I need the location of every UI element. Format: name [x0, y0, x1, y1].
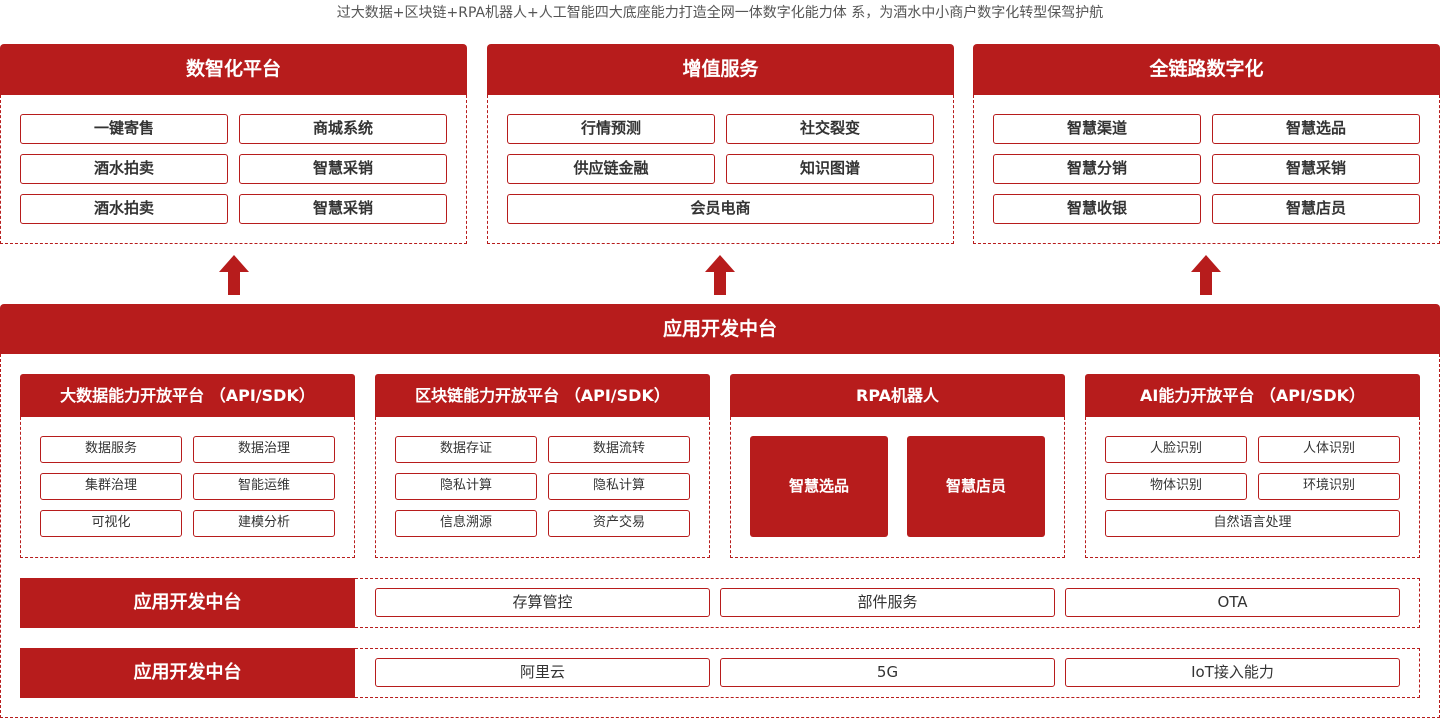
- item-chip: 资产交易: [548, 510, 690, 537]
- item-chip: 集群治理: [40, 473, 182, 500]
- item-chip: 信息溯源: [395, 510, 537, 537]
- item-chip: 环境识别: [1258, 473, 1400, 500]
- arrow-up-icon: [1191, 255, 1221, 295]
- card-big-data: 大数据能力开放平台 （API/SDK） 数据服务 数据治理 集群治理 智能运维 …: [20, 374, 355, 558]
- item-chip: 数据治理: [193, 436, 335, 463]
- item-pill: 社交裂变: [726, 114, 934, 144]
- row-frame: 阿里云 5G IoT接入能力: [355, 648, 1420, 698]
- card-rpa: RPA机器人 智慧选品 智慧店员: [730, 374, 1065, 558]
- card-blockchain: 区块链能力开放平台 （API/SDK） 数据存证 数据流转 隐私计算 隐私计算 …: [375, 374, 710, 558]
- row-label: 应用开发中台: [20, 648, 355, 698]
- card-title: 区块链能力开放平台 （API/SDK）: [375, 374, 710, 417]
- card-full-link-digital: 全链路数字化 智慧渠道 智慧选品 智慧分销 智慧采销 智慧收银 智慧店员: [973, 44, 1440, 244]
- card-title: 数智化平台: [0, 44, 467, 95]
- item-pill: 商城系统: [239, 114, 447, 144]
- card-title: 大数据能力开放平台 （API/SDK）: [20, 374, 355, 417]
- item-chip: 隐私计算: [395, 473, 537, 500]
- card-title: RPA机器人: [730, 374, 1065, 417]
- item-chip: 数据服务: [40, 436, 182, 463]
- item-pill: 会员电商: [507, 194, 934, 224]
- subtitle: 过大数据+区块链+RPA机器人+人工智能四大底座能力打造全网一体数字化能力体 系…: [336, 5, 1104, 21]
- item-pill: 行情预测: [507, 114, 715, 144]
- card-body: 智慧选品 智慧店员: [730, 417, 1065, 558]
- card-body: 一键寄售 商城系统 酒水拍卖 智慧采销 酒水拍卖 智慧采销: [0, 95, 467, 244]
- item-pill: 智慧采销: [239, 194, 447, 224]
- rpa-block: 智慧选品: [750, 436, 888, 537]
- item-chip: 建模分析: [193, 510, 335, 537]
- item-pill: 智慧采销: [1212, 154, 1420, 184]
- item-pill: 智慧店员: [1212, 194, 1420, 224]
- card-digital-platform: 数智化平台 一键寄售 商城系统 酒水拍卖 智慧采销 酒水拍卖 智慧采销: [0, 44, 467, 244]
- item-chip: 物体识别: [1105, 473, 1247, 500]
- item-chip: 自然语言处理: [1105, 510, 1400, 537]
- item-pill: 智慧采销: [239, 154, 447, 184]
- item-chip: 可视化: [40, 510, 182, 537]
- card-title: 增值服务: [487, 44, 954, 95]
- row-pill: 阿里云: [375, 658, 710, 687]
- item-pill: 一键寄售: [20, 114, 228, 144]
- item-pill: 供应链金融: [507, 154, 715, 184]
- main-title: 应用开发中台: [0, 304, 1440, 354]
- row-pill: 5G: [720, 658, 1055, 687]
- item-pill: 智慧分销: [993, 154, 1201, 184]
- item-pill: 智慧收银: [993, 194, 1201, 224]
- item-chip: 人体识别: [1258, 436, 1400, 463]
- item-pill: 智慧选品: [1212, 114, 1420, 144]
- row-pill: 部件服务: [720, 588, 1055, 617]
- item-chip: 数据存证: [395, 436, 537, 463]
- card-body: 行情预测 社交裂变 供应链金融 知识图谱 会员电商: [487, 95, 954, 244]
- card-body: 数据服务 数据治理 集群治理 智能运维 可视化 建模分析: [20, 417, 355, 558]
- item-pill: 知识图谱: [726, 154, 934, 184]
- item-chip: 隐私计算: [548, 473, 690, 500]
- card-ai: AI能力开放平台 （API/SDK） 人脸识别 人体识别 物体识别 环境识别 自…: [1085, 374, 1420, 558]
- row-frame: 存算管控 部件服务 OTA: [355, 578, 1420, 628]
- card-value-added-services: 增值服务 行情预测 社交裂变 供应链金融 知识图谱 会员电商: [487, 44, 954, 244]
- row-pill: 存算管控: [375, 588, 710, 617]
- card-title: 全链路数字化: [973, 44, 1440, 95]
- row-pill: IoT接入能力: [1065, 658, 1400, 687]
- item-pill: 酒水拍卖: [20, 154, 228, 184]
- arrow-up-icon: [219, 255, 249, 295]
- item-chip: 智能运维: [193, 473, 335, 500]
- card-title: AI能力开放平台 （API/SDK）: [1085, 374, 1420, 417]
- rpa-block: 智慧店员: [907, 436, 1045, 537]
- row-pill: OTA: [1065, 588, 1400, 617]
- item-pill: 智慧渠道: [993, 114, 1201, 144]
- item-pill: 酒水拍卖: [20, 194, 228, 224]
- card-body: 智慧渠道 智慧选品 智慧分销 智慧采销 智慧收银 智慧店员: [973, 95, 1440, 244]
- item-chip: 数据流转: [548, 436, 690, 463]
- card-body: 数据存证 数据流转 隐私计算 隐私计算 信息溯源 资产交易: [375, 417, 710, 558]
- card-body: 人脸识别 人体识别 物体识别 环境识别 自然语言处理: [1085, 417, 1420, 558]
- row-label: 应用开发中台: [20, 578, 355, 628]
- item-chip: 人脸识别: [1105, 436, 1247, 463]
- arrow-up-icon: [705, 255, 735, 295]
